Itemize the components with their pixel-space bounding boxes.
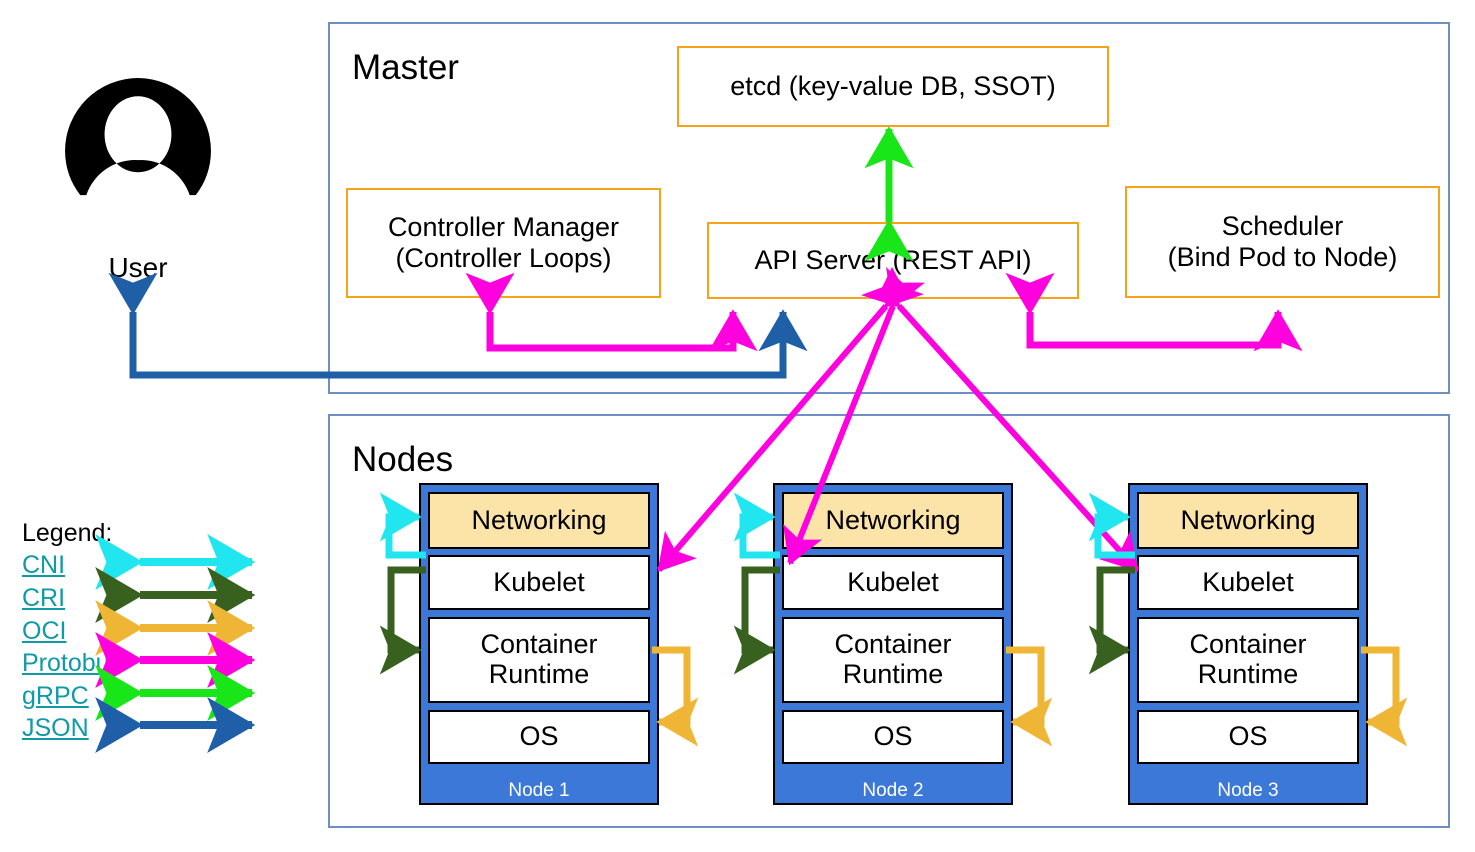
node-layer-networking-label: Networking bbox=[1180, 504, 1316, 535]
node-layer-container-runtime-label: Container Runtime bbox=[834, 629, 952, 689]
node-layer-networking[interactable]: Networking bbox=[1137, 492, 1359, 549]
node-layer-kubelet-label: Kubelet bbox=[1202, 566, 1294, 597]
component-controller-manager[interactable]: Controller Manager (Controller Loops) bbox=[346, 188, 661, 298]
node-layer-kubelet[interactable]: Kubelet bbox=[782, 555, 1004, 610]
node-layer-container-runtime[interactable]: Container Runtime bbox=[428, 617, 650, 703]
component-api-server-label: API Server (REST API) bbox=[754, 244, 1032, 275]
component-etcd-label: etcd (key-value DB, SSOT) bbox=[730, 70, 1056, 101]
component-scheduler[interactable]: Scheduler (Bind Pod to Node) bbox=[1125, 186, 1440, 298]
node-name-label: Node 3 bbox=[1217, 780, 1279, 801]
user-avatar-icon bbox=[62, 75, 214, 227]
node-layer-container-runtime[interactable]: Container Runtime bbox=[1137, 617, 1359, 703]
legend-item-protobuf[interactable]: Protobuf bbox=[22, 649, 117, 677]
master-group-title: Master bbox=[352, 48, 459, 87]
component-scheduler-label: Scheduler (Bind Pod to Node) bbox=[1167, 210, 1398, 272]
node-card[interactable]: Networking Kubelet Container Runtime OS … bbox=[419, 483, 659, 805]
node-layer-os-label: OS bbox=[1228, 721, 1268, 752]
legend-item-grpc[interactable]: gRPC bbox=[22, 682, 89, 710]
node-layer-container-runtime-label: Container Runtime bbox=[1189, 629, 1307, 689]
node-layer-networking[interactable]: Networking bbox=[782, 492, 1004, 549]
node-layer-os-label: OS bbox=[873, 721, 913, 752]
node-layer-kubelet-label: Kubelet bbox=[847, 566, 939, 597]
legend-item-cni[interactable]: CNI bbox=[22, 551, 66, 579]
node-layer-container-runtime[interactable]: Container Runtime bbox=[782, 617, 1004, 703]
node-layer-networking[interactable]: Networking bbox=[428, 492, 650, 549]
node-name-label: Node 2 bbox=[862, 780, 924, 801]
node-layer-kubelet-label: Kubelet bbox=[493, 566, 585, 597]
nodes-group-title: Nodes bbox=[352, 440, 454, 479]
node-layer-container-runtime-label: Container Runtime bbox=[480, 629, 598, 689]
legend-item-oci[interactable]: OCI bbox=[22, 617, 67, 645]
node-card[interactable]: Networking Kubelet Container Runtime OS … bbox=[773, 483, 1013, 805]
node-layer-os[interactable]: OS bbox=[1137, 710, 1359, 764]
component-api-server[interactable]: API Server (REST API) bbox=[707, 222, 1079, 299]
node-layer-os-label: OS bbox=[519, 721, 559, 752]
node-layer-networking-label: Networking bbox=[825, 504, 961, 535]
node-layer-kubelet[interactable]: Kubelet bbox=[428, 555, 650, 610]
node-layer-os[interactable]: OS bbox=[428, 710, 650, 764]
legend-item-json[interactable]: JSON bbox=[22, 714, 89, 742]
component-etcd[interactable]: etcd (key-value DB, SSOT) bbox=[677, 46, 1109, 127]
legend-title: Legend: bbox=[22, 519, 113, 547]
user-label: User bbox=[108, 252, 168, 283]
component-controller-manager-label: Controller Manager (Controller Loops) bbox=[387, 211, 620, 273]
node-layer-kubelet[interactable]: Kubelet bbox=[1137, 555, 1359, 610]
node-layer-os[interactable]: OS bbox=[782, 710, 1004, 764]
node-layer-networking-label: Networking bbox=[471, 504, 607, 535]
node-name-label: Node 1 bbox=[508, 780, 570, 801]
node-card[interactable]: Networking Kubelet Container Runtime OS … bbox=[1128, 483, 1368, 805]
legend-item-cri[interactable]: CRI bbox=[22, 584, 66, 612]
